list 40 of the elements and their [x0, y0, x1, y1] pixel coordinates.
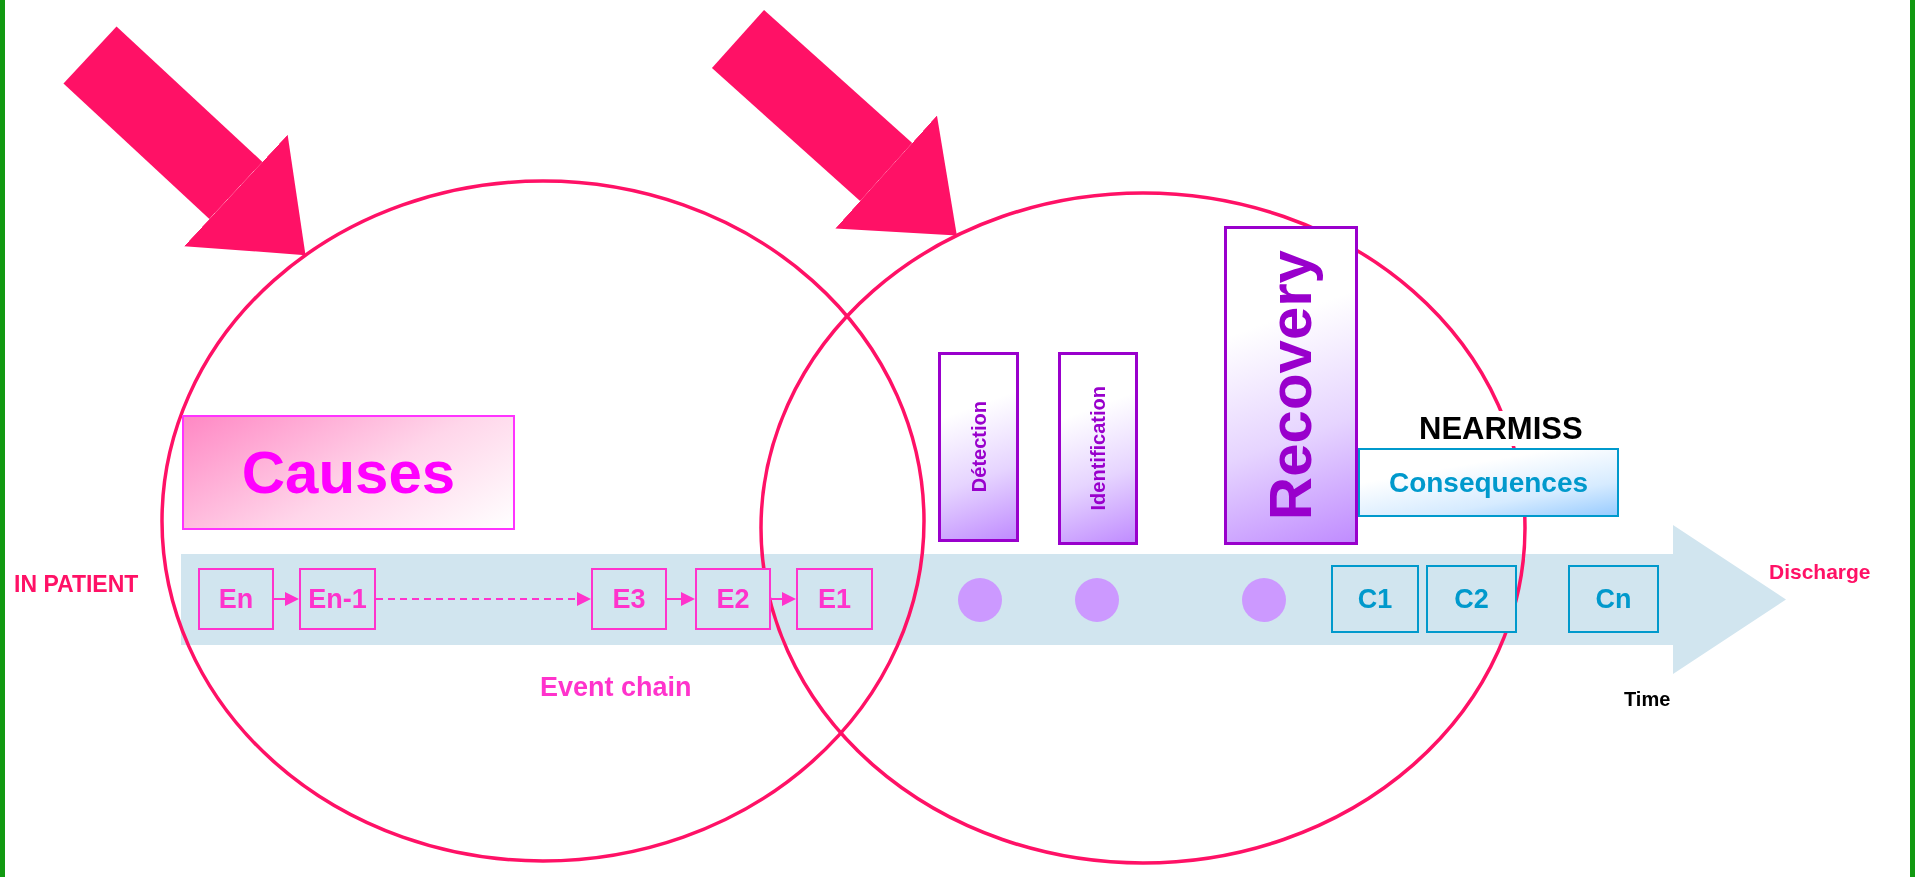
node-label: E2: [716, 585, 750, 613]
phase-dot: [1073, 576, 1121, 624]
consequences-box: [1358, 448, 1619, 517]
end-label: Discharge: [1769, 561, 1871, 582]
arrow: [375, 592, 591, 606]
cause-circle: [160, 179, 926, 863]
event-box: [695, 568, 771, 630]
consequence-box: [1568, 565, 1659, 633]
phase-box: [1224, 226, 1358, 545]
node-label: E1: [818, 585, 851, 613]
node-label: Causes: [241, 442, 456, 503]
start-label: IN PATIENT: [14, 573, 139, 596]
phase-label: Recovery: [1261, 250, 1321, 521]
node-label: Consequences: [1388, 468, 1589, 497]
causes-box: [182, 415, 515, 530]
arrow: [273, 592, 299, 606]
event-box: [198, 568, 274, 630]
event-box: [299, 568, 376, 630]
node-label: Cn: [1595, 585, 1632, 613]
node-label: C1: [1357, 585, 1393, 613]
pointer-arrow: [63, 26, 306, 256]
phase-dot: [1240, 576, 1288, 624]
consequence-box: [1331, 565, 1419, 633]
chain-label: Event chain: [540, 674, 692, 701]
node-label: E3: [612, 585, 646, 613]
arrow: [666, 592, 695, 606]
node-label: C2: [1454, 585, 1489, 613]
phase-label: Détection: [968, 401, 989, 493]
phase-label: Identification: [1088, 386, 1108, 511]
consequence-box: [1426, 565, 1517, 633]
event-box: [796, 568, 873, 630]
pointer-arrow: [711, 10, 957, 236]
phase-box: [1058, 352, 1138, 545]
event-box: [591, 568, 667, 630]
arrow: [770, 592, 796, 606]
phase-dot: [956, 576, 1004, 624]
node-label: En: [218, 585, 254, 613]
node-label: En-1: [308, 585, 367, 613]
axis-label: Time: [1624, 689, 1671, 709]
phase-box: [938, 352, 1019, 542]
